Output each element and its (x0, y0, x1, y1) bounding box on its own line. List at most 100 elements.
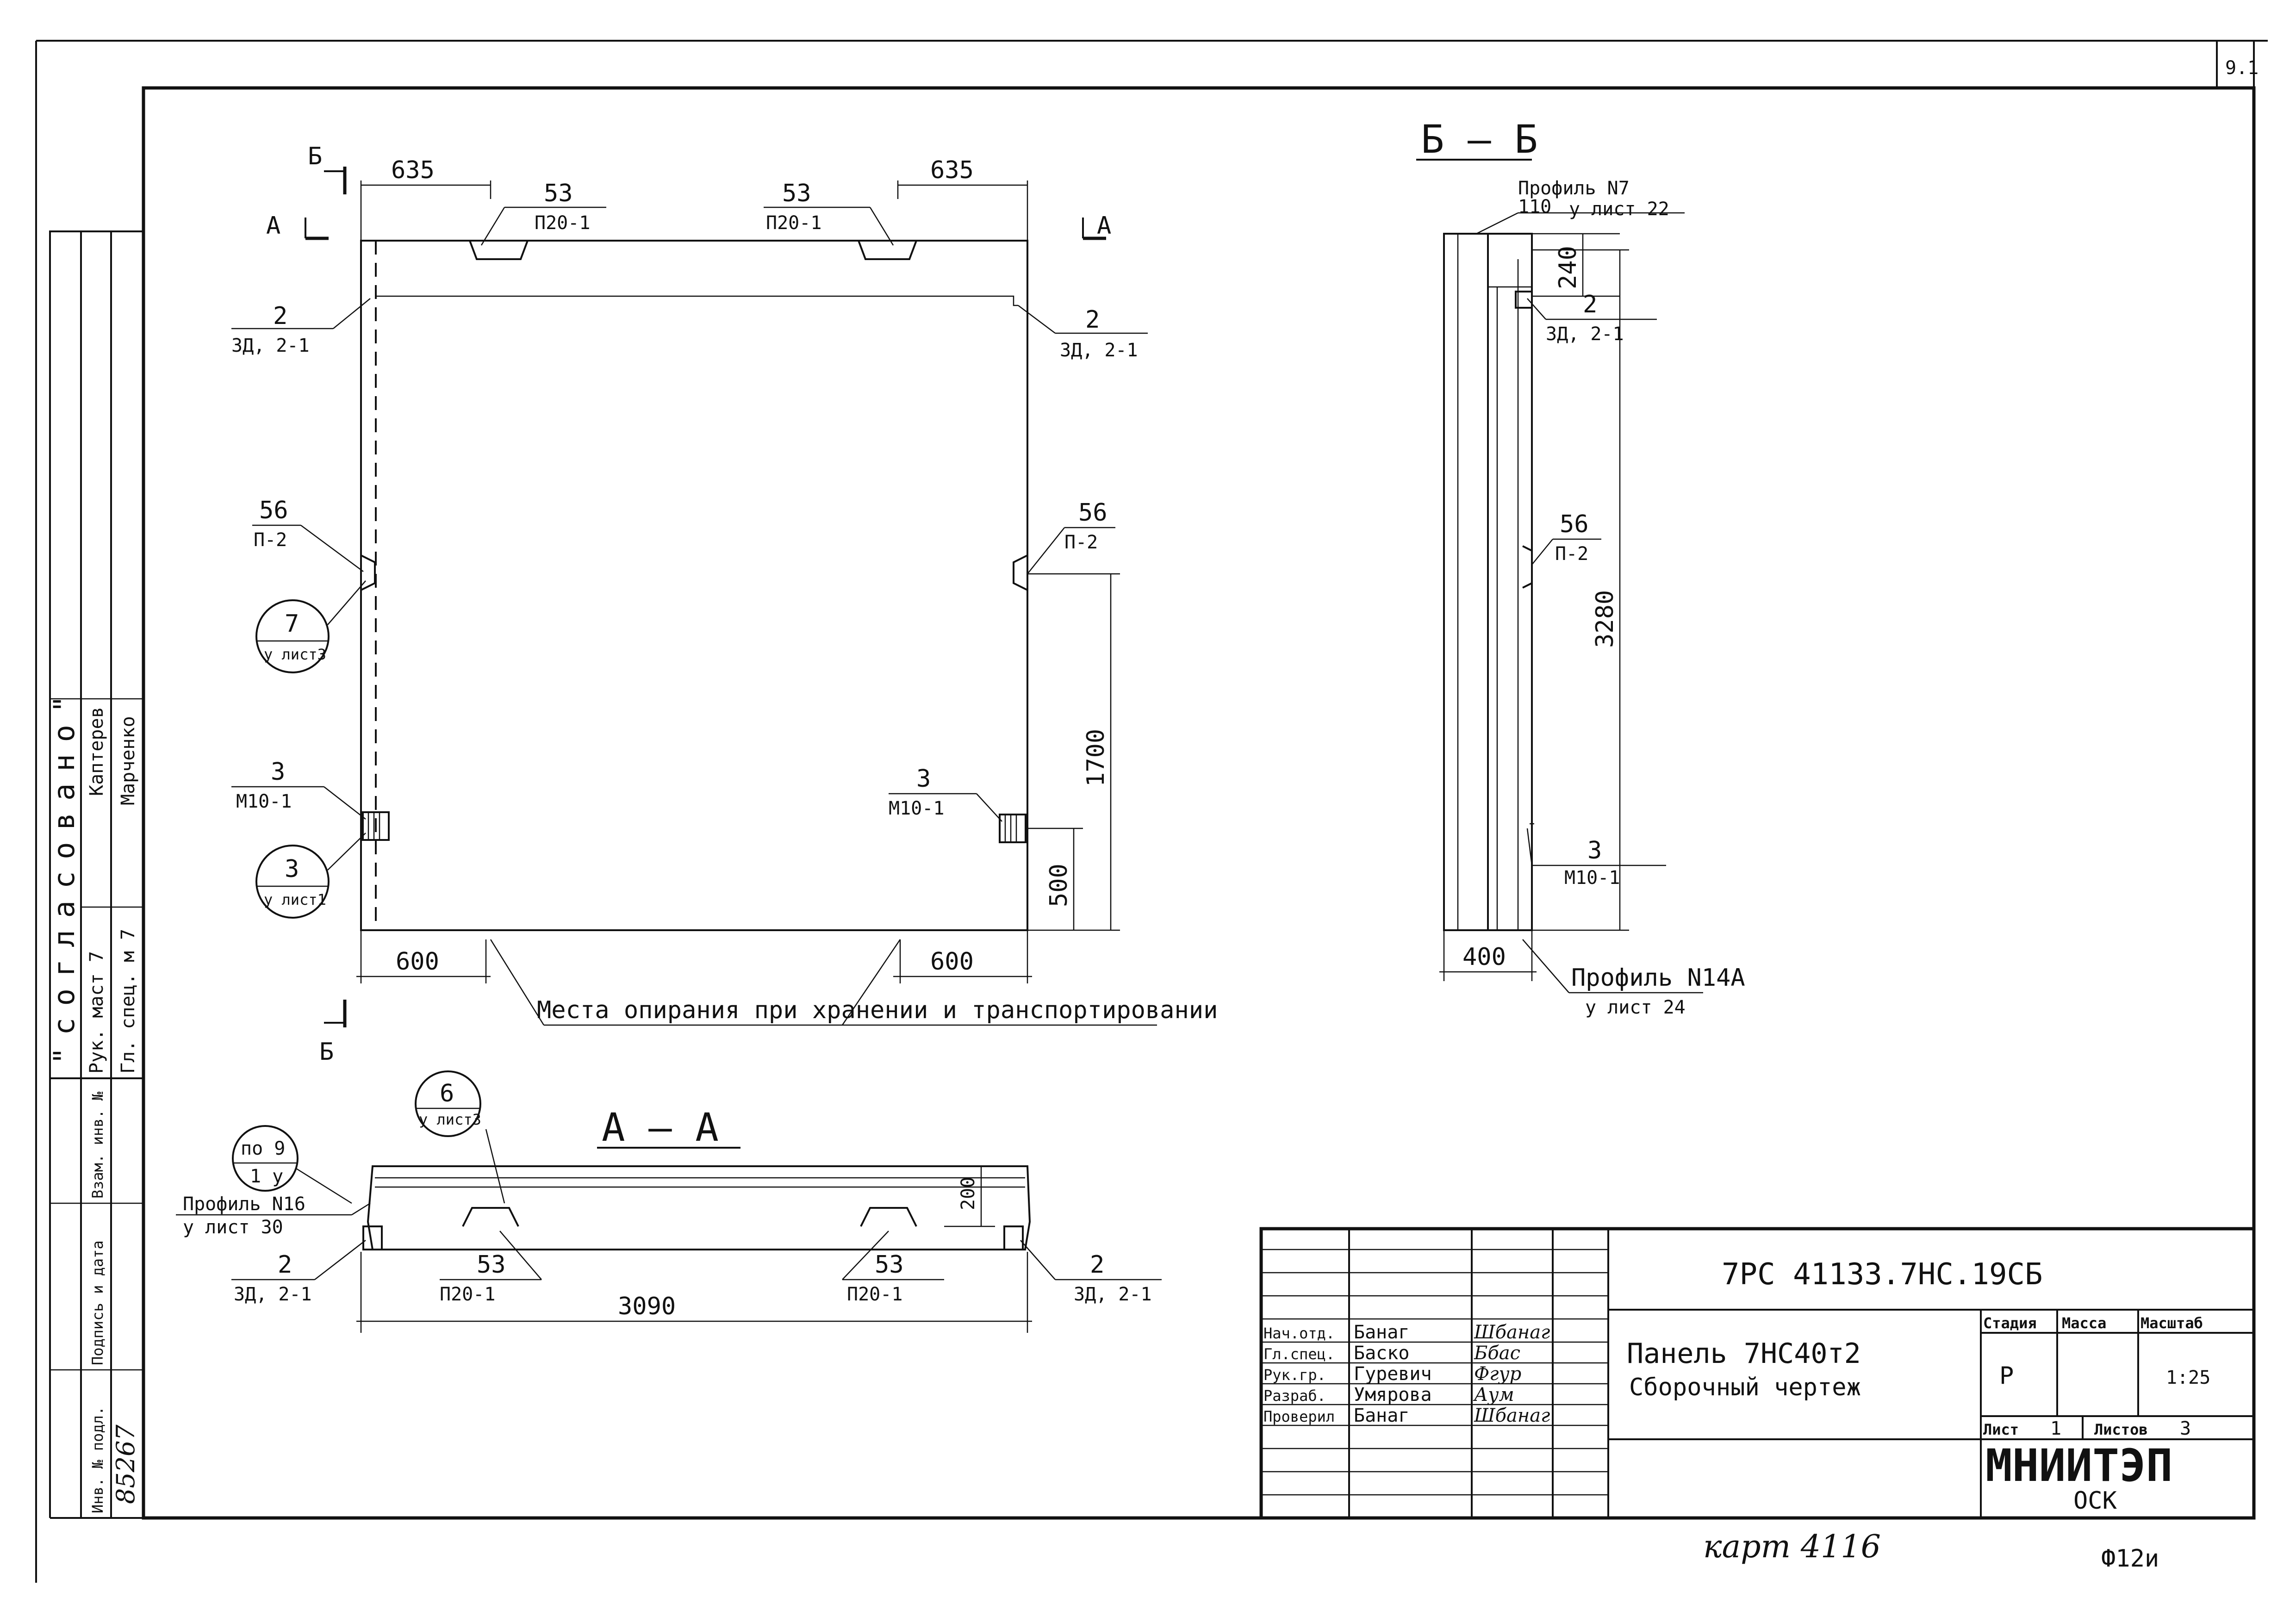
callout-56-right-ref: П-2 (1064, 532, 1098, 553)
section-mark-b-bottom: Б (319, 1038, 334, 1066)
circle-9-ref: 1 у (250, 1166, 283, 1187)
callout-3-right-num: 3 (916, 765, 931, 793)
circle-6-num: 6 (440, 1080, 454, 1107)
tb-mass-label: Масса (2062, 1314, 2106, 1332)
bb-profile-top-sheet: у лист 22 (1569, 199, 1669, 220)
tb-scale: 1:25 (2166, 1367, 2210, 1388)
aa-callout-2-left-num: 2 (278, 1251, 292, 1279)
tb-signature-4: Аум (1473, 1384, 1514, 1405)
bottom-handwritten-note: карт 4116 (1703, 1529, 1881, 1565)
bb-callout-3-ref: М10-1 (1564, 867, 1620, 889)
field-signature-date: Подпись и дата (89, 1240, 106, 1365)
tb-role-2: Гл.спец. (1263, 1345, 1335, 1363)
bb-callout-56-num: 56 (1560, 510, 1589, 538)
bb-dim-400: 400 (1462, 943, 1506, 971)
circle-7-ref: у листЗ (264, 646, 326, 663)
callout-2-right-num: 2 (1085, 306, 1100, 334)
circle-7-num: 7 (285, 610, 299, 638)
approval-name-1: Каптерев (86, 707, 107, 796)
tb-role-5: Проверил (1263, 1408, 1335, 1425)
approval-name-2: Марченко (118, 716, 139, 805)
callout-2-right-ref: 3Д, 2-1 (1060, 340, 1138, 361)
tb-stage: Р (1999, 1362, 2014, 1390)
callout-2-left-ref: 3Д, 2-1 (231, 335, 310, 356)
tb-signature-3: Фгур (1474, 1363, 1521, 1385)
callout-2-left-num: 2 (273, 302, 287, 330)
circle-9-num: по 9 (241, 1138, 285, 1159)
callout-3-left-ref: М10-1 (236, 791, 292, 812)
dim-bottom-right: 600 (930, 948, 974, 976)
tb-role-4: Разраб. (1263, 1387, 1326, 1405)
bb-dim-240: 240 (1554, 246, 1582, 289)
aa-callout-53-right-ref: П20-1 (847, 1284, 902, 1305)
dim-bottom-left: 600 (396, 948, 439, 976)
dim-top-left: 635 (391, 156, 435, 184)
tb-sheet-label: Лист (1983, 1421, 2019, 1438)
support-note: Места опирания при хранении и транспорти… (537, 996, 1218, 1024)
tb-sheets-num: 3 (2180, 1418, 2191, 1439)
bb-dim-110: 110 (1518, 196, 1551, 218)
approval-heading: "согласовано" (47, 684, 81, 1064)
dim-height-lower: 500 (1045, 864, 1073, 907)
tb-sheet-num: 1 (2050, 1418, 2061, 1439)
callout-53-left-ref: П20-1 (535, 212, 590, 234)
tb-name-3: Гуревич (1354, 1363, 1432, 1385)
aa-callout-2-right-ref: 3Д, 2-1 (1074, 1284, 1152, 1305)
original-inv-number: 85267 (111, 1424, 140, 1504)
side-approval-stamp: "согласовано" Рук. маст 7 Гл. спец. м 7 … (47, 230, 144, 1519)
tb-role-3: Рук.гр. (1263, 1366, 1326, 1384)
section-mark-b-top: Б (308, 143, 322, 170)
bb-dim-3280: 3280 (1591, 590, 1619, 648)
tb-role-1: Нач.отд. (1263, 1325, 1335, 1342)
bb-callout-56-ref: П-2 (1555, 543, 1588, 565)
tb-signature-5: Шбанаг (1474, 1405, 1550, 1426)
circle-3-ref: у лист1 (264, 891, 326, 908)
aa-profile-sheet: у лист 30 (183, 1217, 283, 1238)
bb-callout-2-ref: 3Д, 2-1 (1546, 323, 1624, 345)
tb-name-5: Банаг (1354, 1405, 1409, 1426)
tb-signature-1: Шбанаг (1474, 1322, 1550, 1343)
tb-doc-code: 7РС 41133.7НС.19СБ (1722, 1257, 2043, 1292)
tb-stage-label: Стадия (1983, 1314, 2037, 1332)
dim-height-upper: 1700 (1082, 729, 1110, 787)
tb-scale-label: Масштаб (2140, 1314, 2203, 1332)
aa-dim-length: 3090 (618, 1293, 676, 1320)
section-mark-a-right: А (1097, 212, 1111, 240)
aa-callout-53-right-num: 53 (875, 1251, 904, 1279)
aa-profile-label: Профиль N16 (183, 1194, 305, 1215)
title-block: Нач.отд. Гл.спец. Рук.гр. Разраб. Провер… (1259, 1227, 2256, 1520)
bb-callout-2-num: 2 (1583, 291, 1597, 318)
field-original-inv: Инв. № подл. (89, 1406, 106, 1513)
circle-6-ref: у листЗ (419, 1111, 481, 1128)
front-view: Б А А Б 635 635 53 П20-1 53 П20-1 2 3Д, … (231, 143, 1218, 1066)
bb-profile-bottom-sheet: у лист 24 (1585, 997, 1686, 1018)
aa-dim-thickness: 200 (958, 1177, 979, 1210)
dim-top-right: 635 (930, 156, 974, 184)
callout-56-left-ref: П-2 (254, 529, 287, 551)
field-replacement-inv: Взам. инв. № (89, 1091, 106, 1199)
callout-56-right-num: 56 (1078, 499, 1108, 527)
callout-53-right-ref: П20-1 (766, 212, 821, 234)
section-mark-a-left: А (266, 212, 280, 240)
tb-title-line1: Панель 7НС40т2 (1627, 1337, 1861, 1370)
section-bb: Б – Б Профиль N7 110 у лист 22 240 2 3Д,… (1416, 117, 1745, 1018)
circle-3-num: 3 (285, 855, 299, 883)
section-aa: А – А 6 у листЗ по 9 1 у Профиль N16 у л… (176, 1070, 1162, 1333)
bb-callout-3-num: 3 (1587, 837, 1602, 864)
callout-53-right-num: 53 (782, 180, 811, 207)
tb-sheets-label: Листов (2094, 1421, 2148, 1438)
aa-callout-2-left-ref: 3Д, 2-1 (234, 1284, 312, 1305)
callout-53-left-num: 53 (544, 180, 573, 207)
tb-name-4: Умярова (1354, 1384, 1432, 1405)
approval-role-2: Гл. спец. м 7 (118, 929, 139, 1074)
aa-callout-53-left-ref: П20-1 (440, 1284, 495, 1305)
section-bb-title: Б – Б (1421, 117, 1538, 162)
bb-profile-top: Профиль N7 (1518, 178, 1630, 199)
tb-dept: ОСК (2073, 1487, 2117, 1515)
tb-name-2: Баско (1354, 1343, 1409, 1364)
corner-sheet-number: 9.1 (2225, 57, 2259, 79)
aa-callout-53-left-num: 53 (477, 1251, 506, 1279)
tb-signature-2: Ббас (1474, 1343, 1520, 1364)
callout-56-left-num: 56 (259, 497, 288, 524)
